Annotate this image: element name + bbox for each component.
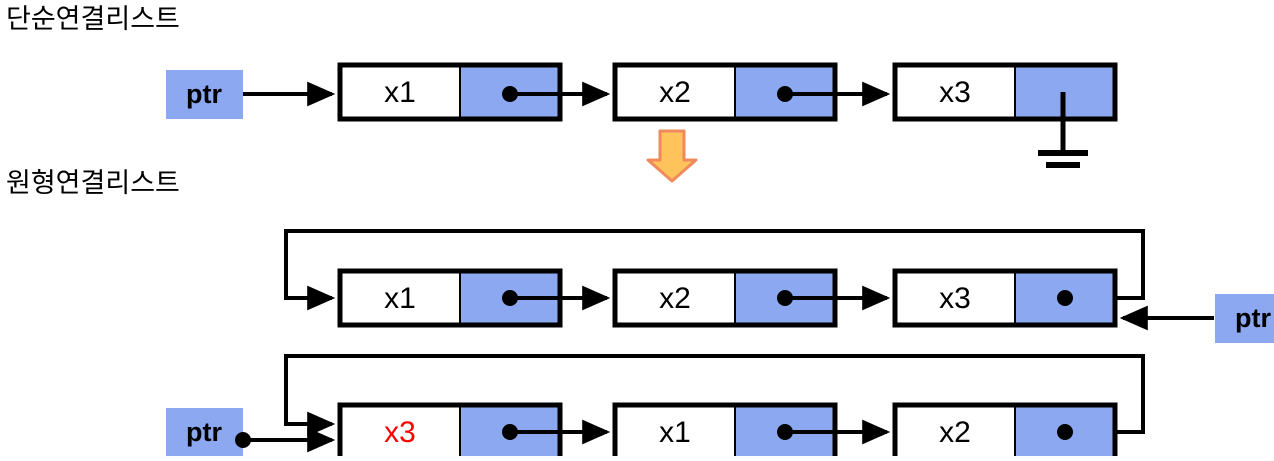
node-data-cell bbox=[340, 65, 460, 119]
ptr-box-fill bbox=[166, 70, 243, 119]
node-data-cell bbox=[615, 65, 735, 119]
node-c2-n3: x2 bbox=[892, 402, 1118, 461]
node-value-text: x1 bbox=[384, 76, 416, 109]
node-value-text: x3 bbox=[939, 282, 971, 315]
pointer-label-ptr-right-2: ptr bbox=[1215, 294, 1274, 343]
row-circular-linked-list-1: x1 x2 x3 bbox=[284, 229, 1274, 343]
node-value-text: x3 bbox=[939, 76, 971, 109]
ptr-box-label: ptr bbox=[186, 79, 222, 109]
node-value-text: x2 bbox=[939, 416, 971, 449]
node-data-cell bbox=[340, 271, 460, 325]
pointer-dot-icon bbox=[1057, 290, 1073, 306]
node-data-cell bbox=[895, 65, 1015, 119]
node-data-cell bbox=[895, 271, 1015, 325]
node-border bbox=[892, 62, 1118, 122]
pointer-dot-icon bbox=[1057, 424, 1073, 440]
node-c1-n1: x1 bbox=[337, 268, 563, 328]
node-s-n1: x1 bbox=[337, 62, 563, 122]
node-value-text: x3 bbox=[384, 416, 416, 449]
ptr-box-label: ptr bbox=[1235, 303, 1271, 333]
wrap-around-link-row2 bbox=[284, 229, 1145, 311]
heading-singly-linked-list: 단순연결리스트 bbox=[6, 4, 180, 34]
ground-null-icon bbox=[1038, 92, 1088, 168]
pointer-label-ptr-left-3: ptr bbox=[166, 408, 243, 457]
node-c2-n1: x3 bbox=[337, 402, 563, 461]
node-value-text: x1 bbox=[384, 282, 416, 315]
node-c1-n3: x3 bbox=[892, 268, 1118, 328]
node-data-cell bbox=[615, 405, 735, 459]
heading-circular-linked-list: 원형연결리스트 bbox=[6, 168, 180, 198]
row-singly-linked-list: ptr x1 x2 bbox=[166, 62, 1118, 168]
node-data-cell bbox=[340, 405, 460, 459]
node-value-text: x2 bbox=[659, 76, 691, 109]
ptr-box-fill bbox=[166, 408, 243, 457]
node-data-cell bbox=[615, 271, 735, 325]
node-border bbox=[892, 268, 1118, 328]
node-value-text: x2 bbox=[659, 282, 691, 315]
node-s-n3: x3 bbox=[892, 62, 1118, 122]
node-value-text: x1 bbox=[659, 416, 691, 449]
pointer-label-ptr-left-1: ptr bbox=[166, 70, 243, 119]
wrap-around-link-row3 bbox=[284, 354, 1145, 437]
row-circular-linked-list-2: ptr x3 x1 bbox=[166, 354, 1145, 461]
node-data-cell bbox=[895, 405, 1015, 459]
down-arrow-icon bbox=[646, 129, 698, 183]
ptr-box-fill bbox=[1215, 294, 1274, 343]
ptr-box-label: ptr bbox=[186, 417, 222, 447]
down-arrow-shape bbox=[646, 129, 698, 183]
